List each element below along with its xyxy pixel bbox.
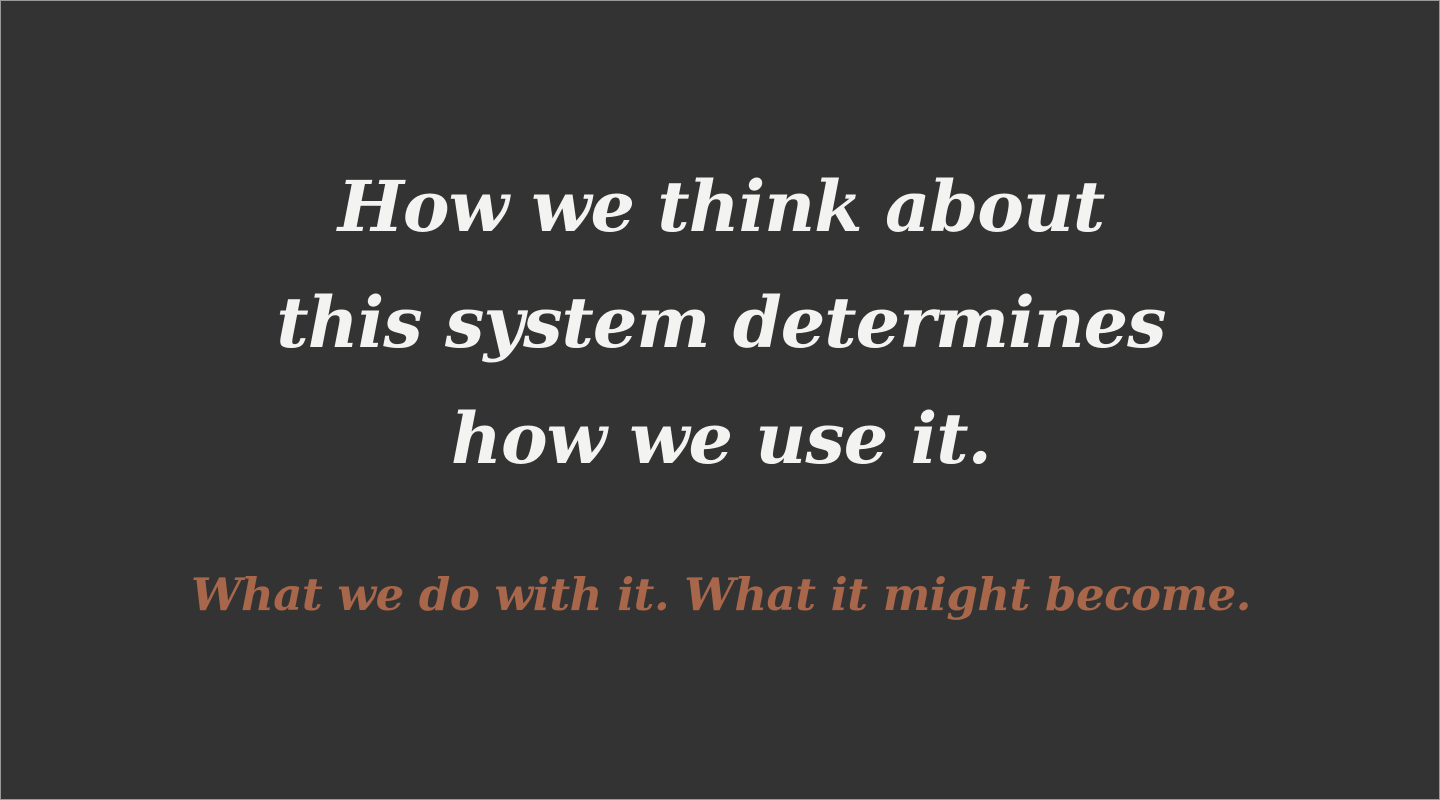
headline-line-3: how we use it. — [451, 397, 992, 480]
headline-line-2: this system determines — [276, 281, 1166, 364]
subline: What we do with it. What it might become… — [191, 568, 1251, 621]
headline: How we think about this system determine… — [1, 149, 1440, 497]
headline-line-1: How we think about — [337, 165, 1105, 248]
